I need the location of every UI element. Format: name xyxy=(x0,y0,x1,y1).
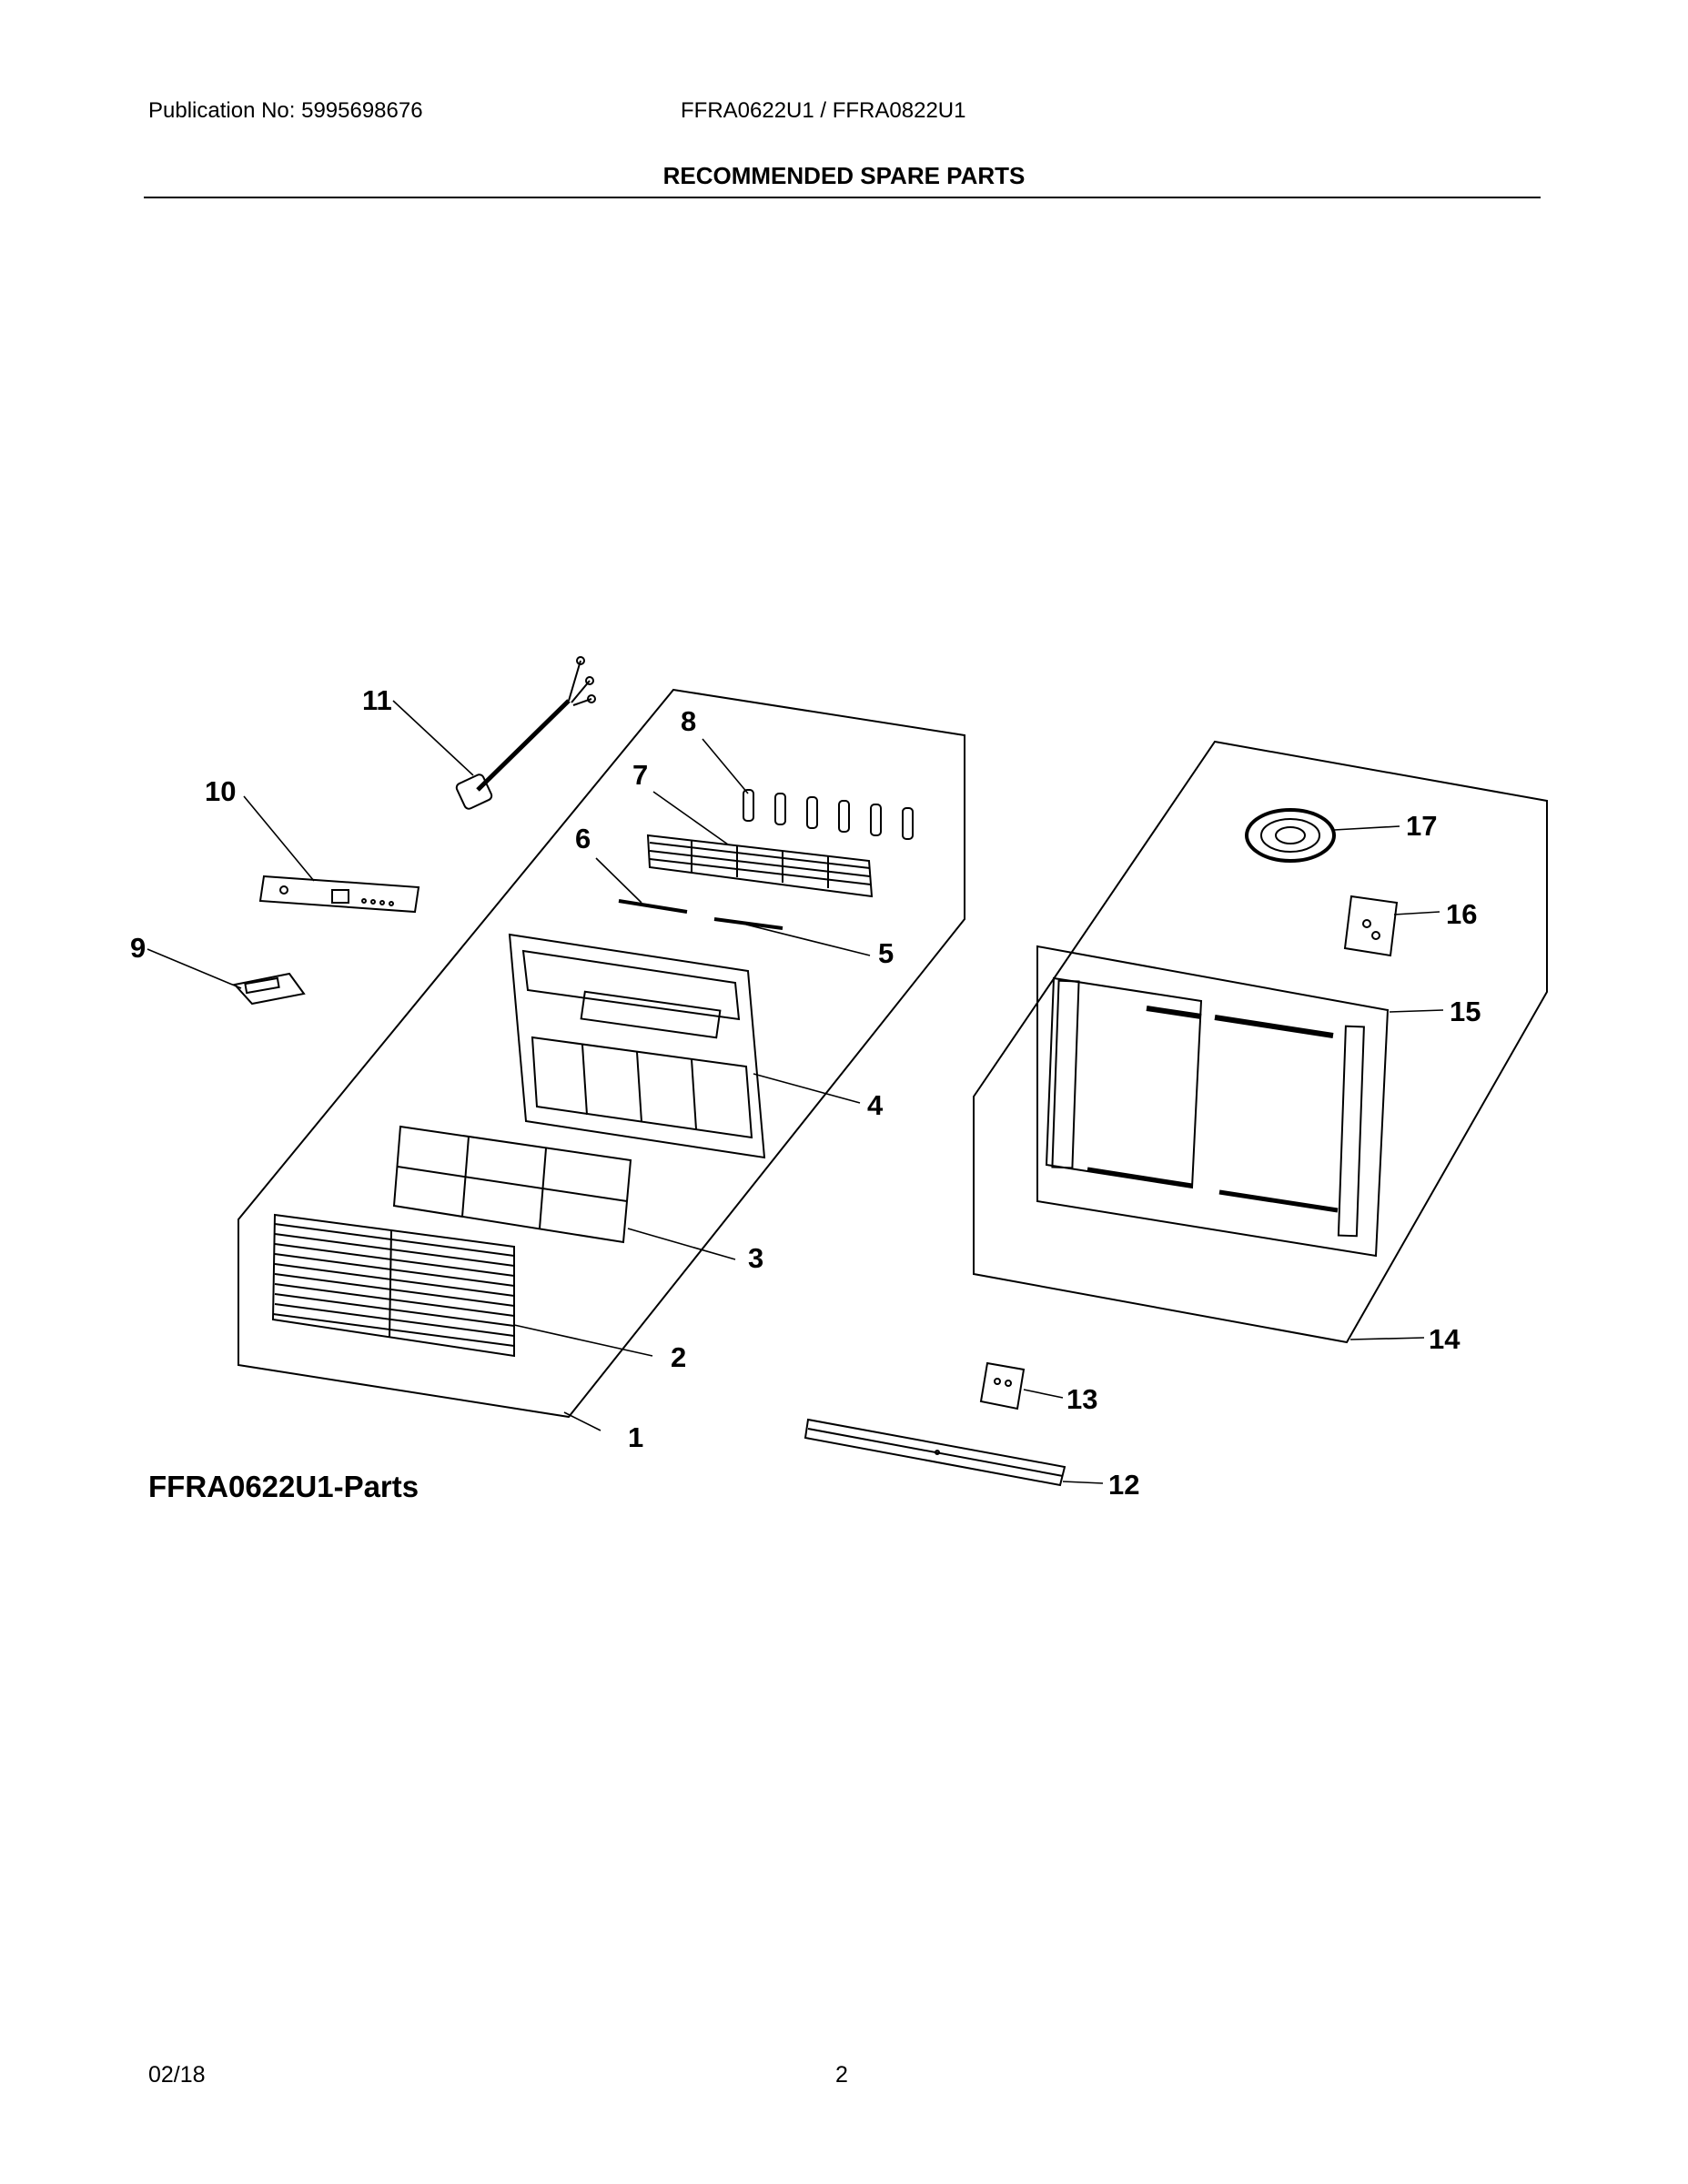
callout-17: 17 xyxy=(1406,810,1437,842)
callout-10: 10 xyxy=(205,775,236,807)
group-outline-install-kit xyxy=(973,740,1548,1344)
air-deflector-part xyxy=(646,834,874,898)
hardware-bag-part-13 xyxy=(979,1361,1026,1410)
callout-13: 13 xyxy=(1066,1383,1097,1415)
model-numbers: FFRA0622U1 / FFRA0822U1 xyxy=(681,98,966,123)
group-outline-front-panel xyxy=(238,688,965,1419)
publication-number: Publication No: 5995698676 xyxy=(148,98,423,123)
diagram-caption: FFRA0622U1-Parts xyxy=(148,1470,419,1503)
callout-14: 14 xyxy=(1429,1323,1461,1355)
callout-7: 7 xyxy=(632,759,648,791)
callout-2: 2 xyxy=(671,1341,686,1373)
foam-seal-roll-part xyxy=(1245,808,1336,863)
front-frame-part xyxy=(508,933,766,1159)
callout-16: 16 xyxy=(1446,898,1477,930)
callout-4: 4 xyxy=(867,1089,884,1121)
deflector-bar-part-6 xyxy=(618,899,688,914)
callout-15: 15 xyxy=(1450,996,1481,1027)
deflector-bar-part-5 xyxy=(713,917,783,930)
footer-date: 02/18 xyxy=(148,2062,206,2088)
callout-9: 9 xyxy=(130,932,146,964)
header-rule xyxy=(144,197,1541,198)
footer-page-number: 2 xyxy=(835,2062,848,2088)
callout-8: 8 xyxy=(681,705,696,737)
hardware-bag-part-16 xyxy=(1343,895,1399,957)
callout-5: 5 xyxy=(878,937,894,969)
leader-lines xyxy=(147,700,1444,1484)
side-curtain-frame-part xyxy=(1036,945,1390,1258)
control-board-part xyxy=(258,875,420,914)
remote-control-part xyxy=(233,972,306,1006)
front-grille-part xyxy=(271,1213,515,1358)
callout-1: 1 xyxy=(628,1421,643,1453)
sill-rail-part xyxy=(804,1418,1066,1487)
callout-12: 12 xyxy=(1108,1469,1139,1501)
callout-3: 3 xyxy=(748,1242,763,1274)
callout-11: 11 xyxy=(362,684,392,716)
air-filter-part xyxy=(392,1125,632,1244)
power-cord-part xyxy=(455,656,596,810)
louver-parts xyxy=(743,789,914,840)
callout-numbers: 1 2 3 4 5 6 7 8 9 10 11 12 13 14 15 16 1… xyxy=(130,684,1481,1501)
page-title: RECOMMENDED SPARE PARTS xyxy=(662,162,1026,189)
callout-6: 6 xyxy=(575,823,591,854)
